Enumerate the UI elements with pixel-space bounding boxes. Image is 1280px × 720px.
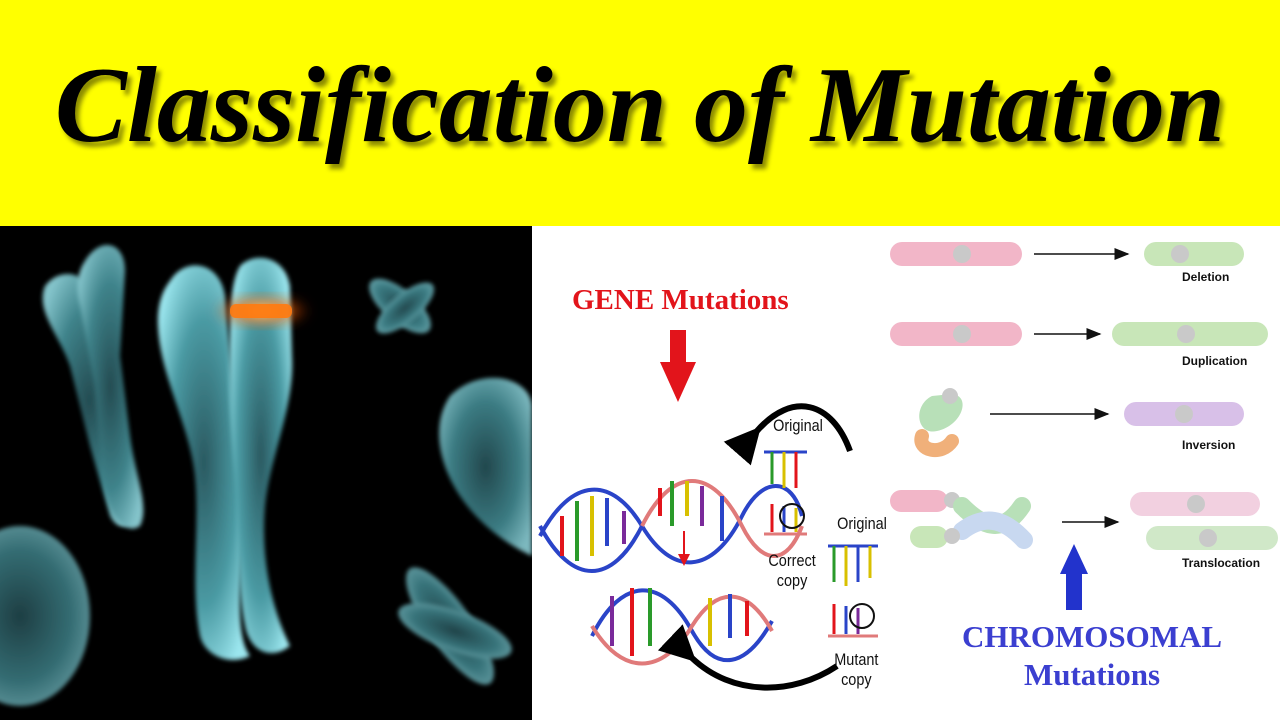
chromosomal-mutations-title: CHROMOSOMAL Mutations bbox=[942, 618, 1242, 694]
deletion-row-icon bbox=[890, 242, 1244, 266]
chromosome-photo bbox=[0, 226, 532, 720]
dna-base-pairs bbox=[560, 481, 749, 656]
gene-mutations-title: GENE Mutations bbox=[572, 284, 789, 316]
inversion-label: Inversion bbox=[1182, 438, 1236, 452]
original-label-bottom: Original bbox=[837, 514, 887, 533]
chromosomal-title-line1: CHROMOSOMAL bbox=[961, 619, 1223, 654]
curved-arrow-top-icon bbox=[723, 403, 853, 466]
translocation-row-icon bbox=[890, 490, 1278, 550]
curved-arrow-bottom-icon bbox=[657, 624, 839, 691]
mutant-copy-template-icon bbox=[828, 544, 878, 638]
duplication-label: Duplication bbox=[1182, 354, 1248, 368]
chromosome-bottom-right bbox=[398, 567, 512, 685]
correct-copy-label: Correct copy bbox=[768, 551, 816, 590]
chromosome-right bbox=[439, 377, 532, 556]
chromosome-illustration bbox=[0, 244, 532, 706]
original-label-top: Original bbox=[773, 416, 823, 435]
page-title: Classification of Mutation bbox=[54, 46, 1226, 165]
mutation-diagram: GENE Mutations Original Correct copy Ori… bbox=[532, 226, 1280, 720]
chromosome-bottom-left bbox=[0, 526, 90, 706]
chromosome-top-right bbox=[369, 278, 435, 334]
small-red-arrow-icon bbox=[678, 531, 690, 566]
title-banner: Classification of Mutation bbox=[0, 0, 1280, 226]
inversion-row-icon bbox=[914, 388, 1244, 457]
blue-up-arrow-icon bbox=[1060, 544, 1088, 610]
duplication-row-icon bbox=[890, 322, 1268, 346]
chromosome-center bbox=[157, 257, 310, 660]
diagram-graphics bbox=[538, 242, 1278, 691]
chromosomal-title-line2: Mutations bbox=[1023, 657, 1161, 692]
mutant-copy-label: Mutant copy bbox=[834, 650, 879, 689]
correct-copy-template-icon bbox=[764, 450, 807, 536]
translocation-label: Translocation bbox=[1182, 556, 1261, 570]
red-down-arrow-icon bbox=[660, 330, 696, 402]
chromosome-left bbox=[42, 244, 144, 529]
deletion-label: Deletion bbox=[1182, 270, 1230, 284]
